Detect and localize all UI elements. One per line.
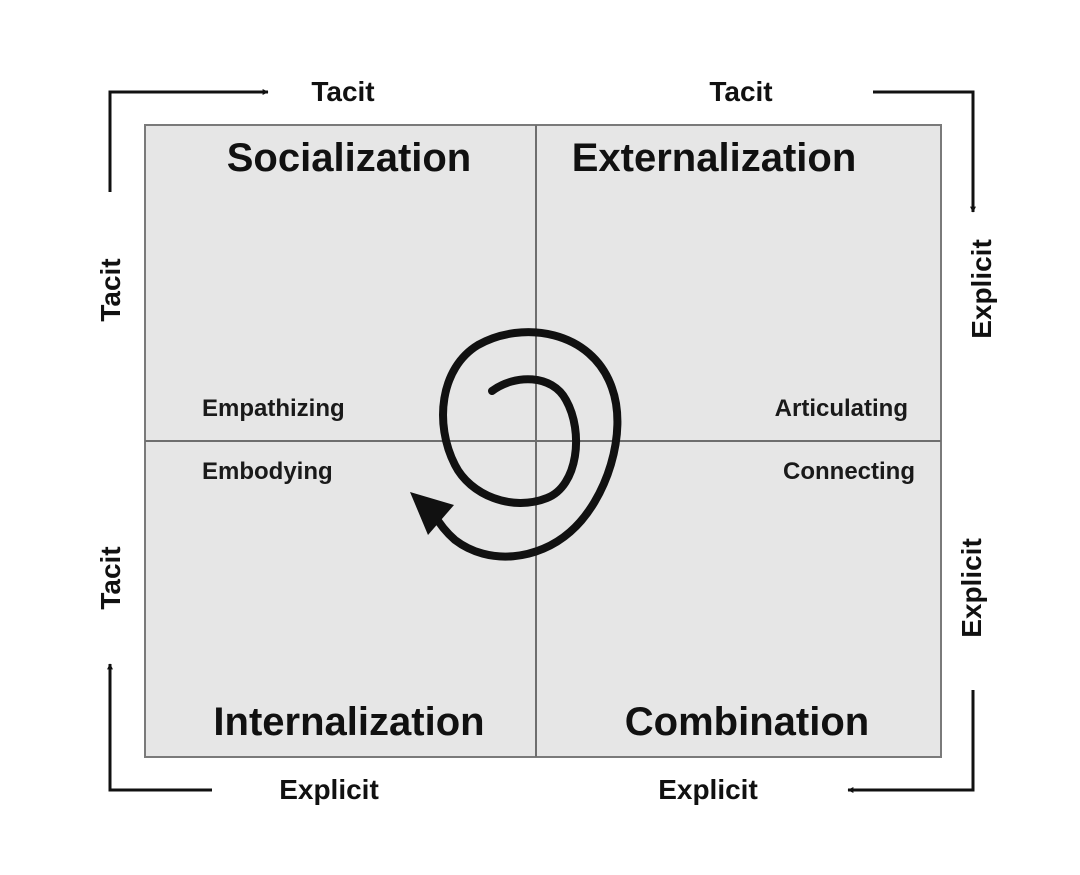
activity-articulating: Articulating	[775, 395, 908, 422]
arrow-bottom-left-connector	[107, 663, 212, 792]
quadrant-title-socialization: Socialization	[227, 136, 472, 180]
edge-label-right-bottom: Explicit	[956, 538, 987, 638]
quadrant-title-combination: Combination	[625, 700, 869, 744]
activity-empathizing: Empathizing	[202, 395, 345, 422]
arrow-top-right-connector	[873, 90, 976, 213]
edge-label-bottom-right: Explicit	[658, 774, 758, 805]
quadrant-title-internalization: Internalization	[213, 700, 484, 744]
arrow-bottom-right-connector	[847, 690, 975, 793]
edge-label-top-left: Tacit	[311, 76, 374, 107]
edge-label-left-top: Tacit	[95, 258, 126, 321]
spiral-arrowhead-icon	[410, 492, 454, 535]
knowledge-spiral	[430, 328, 622, 561]
quadrant-title-externalization: Externalization	[572, 136, 857, 180]
edge-label-right-top: Explicit	[966, 239, 997, 339]
edge-label-bottom-left: Explicit	[279, 774, 379, 805]
arrow-top-left-connector	[108, 89, 269, 192]
edge-label-left-bottom: Tacit	[95, 546, 126, 609]
edge-label-top-right: Tacit	[709, 76, 772, 107]
activity-connecting: Connecting	[783, 458, 915, 485]
activity-embodying: Embodying	[202, 458, 333, 485]
